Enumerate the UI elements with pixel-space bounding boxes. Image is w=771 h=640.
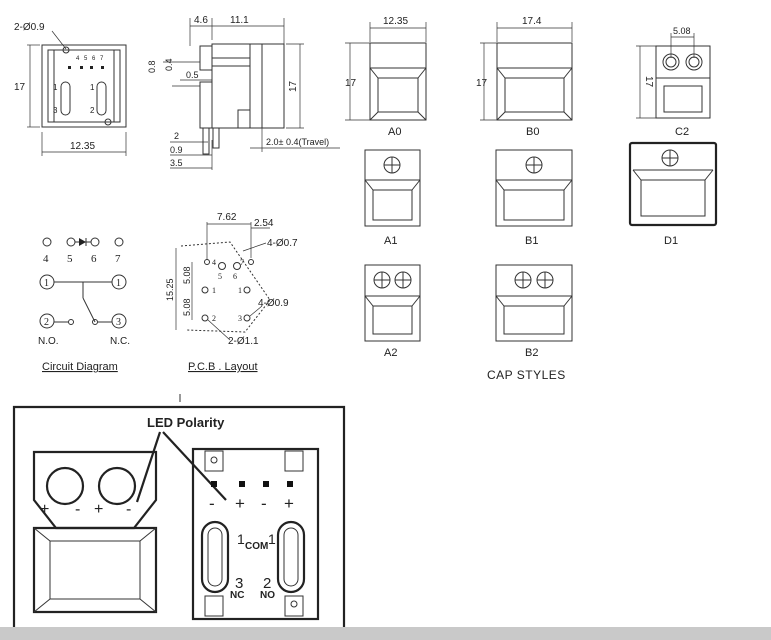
dim-11-1: 11.1 xyxy=(230,15,249,26)
pcb-pin-3: 3 xyxy=(238,314,242,323)
cap-a2: A2 xyxy=(364,264,421,359)
cap-b2: B2 xyxy=(495,264,573,359)
pcb-dim-5-08-bottom: 5.08 xyxy=(182,298,192,316)
circuit-pin-4: 4 xyxy=(43,253,49,265)
led-cap: + - + - xyxy=(32,450,158,614)
cap-sign-minus-2: - xyxy=(126,501,131,518)
pcb-dim-hole-4: 4-Ø0.7 xyxy=(267,238,298,249)
cap-b2-label: B2 xyxy=(525,347,538,359)
cap-b0: 17.4 17 B0 xyxy=(476,16,573,138)
terminal-1-right: 1 xyxy=(116,278,121,289)
pcb-pin-6: 6 xyxy=(233,272,237,281)
label-no: N.O. xyxy=(38,336,59,347)
dim-0-5: 0.5 xyxy=(186,70,199,80)
cap-c2-spacing: 5.08 xyxy=(673,26,691,36)
label-nc: N.C. xyxy=(110,336,130,347)
cap-c2: 5.08 17 C2 xyxy=(636,26,711,138)
cap-styles: 12.35 17 A0 17.4 17 B0 xyxy=(345,16,718,382)
dim-4-6: 4.6 xyxy=(194,15,208,26)
pcb-pin-1-right: 1 xyxy=(238,286,242,295)
dim-0-8: 0.8 xyxy=(147,60,157,73)
contact-2: 2 xyxy=(90,106,95,115)
cap-a1: A1 xyxy=(364,149,421,247)
width-dim: 12.35 xyxy=(70,141,95,152)
com-label: COM xyxy=(245,541,268,552)
pcb-dim-7-62: 7.62 xyxy=(217,212,237,223)
cap-c2-label: C2 xyxy=(675,126,689,138)
pcb-layout: 7.62 2.54 4-Ø0.7 15.25 5.08 5.08 4 5 6 7… xyxy=(165,212,298,373)
bottom-sign-minus-2: - xyxy=(261,494,267,513)
cap-b0-width: 17.4 xyxy=(522,16,542,27)
contact-1-right: 1 xyxy=(90,83,95,92)
bottom-sign-plus-1: + xyxy=(235,494,245,513)
pcb-pin-7: 7 xyxy=(240,258,244,267)
cap-sign-plus-2: + xyxy=(94,501,103,518)
height-dim: 17 xyxy=(14,82,26,93)
pcb-dim-5-08-top: 5.08 xyxy=(182,266,192,284)
pcb-pin-5: 5 xyxy=(218,272,222,281)
cap-a2-label: A2 xyxy=(384,347,397,359)
pin-6: 6 xyxy=(92,56,96,62)
switch-body xyxy=(41,44,127,128)
hole-callout: 2-Ø0.9 xyxy=(14,22,45,33)
led-polarity-panel: LED Polarity + - + - xyxy=(12,394,346,627)
cap-c2-height: 17 xyxy=(643,76,654,88)
cap-sign-plus-1: + xyxy=(40,501,49,518)
nc-label: NC xyxy=(230,590,244,601)
switch-front-view: 2-Ø0.9 4 5 6 7 1 1 3 2 17 xyxy=(14,22,127,156)
pcb-dim-hole-09: 4-Ø0.9 xyxy=(258,298,289,309)
cap-a0-height: 17 xyxy=(345,78,357,89)
pin-5: 5 xyxy=(84,56,88,62)
pcb-dim-2-54: 2.54 xyxy=(254,218,274,229)
contact-1-left: 1 xyxy=(53,83,58,92)
pcb-pin-1-left: 1 xyxy=(212,286,216,295)
pin-7: 7 xyxy=(100,56,104,62)
pcb-title: P.C.B . Layout xyxy=(188,361,258,373)
led-polarity-title: LED Polarity xyxy=(147,415,225,430)
pcb-pin-2: 2 xyxy=(212,314,216,323)
circuit-diagram: 4 5 6 7 1 1 2 3 N.O. N.C. Circuit Diagra… xyxy=(38,237,130,373)
side-height-dim: 17 xyxy=(288,80,299,92)
cap-styles-title: CAP STYLES xyxy=(487,368,566,382)
switch-bottom-view: - + - + 1 COM 1 3 NC 2 NO xyxy=(191,447,320,621)
dim-3-5: 3.5 xyxy=(170,158,183,168)
no-label: NO xyxy=(260,590,275,601)
dim-0-9: 0.9 xyxy=(170,145,183,155)
cap-b0-label: B0 xyxy=(526,126,539,138)
cap-b0-height: 17 xyxy=(476,78,488,89)
cap-a1-label: A1 xyxy=(384,235,397,247)
pcb-pin-4: 4 xyxy=(212,258,216,267)
pcb-dim-15-25: 15.25 xyxy=(165,278,175,301)
terminal-2: 2 xyxy=(44,317,49,328)
contact-3: 3 xyxy=(53,106,58,115)
no-num: 2 xyxy=(263,575,271,592)
com-right-num: 1 xyxy=(268,531,276,547)
circuit-pin-7: 7 xyxy=(115,253,121,265)
dim-0-4: 0.4 xyxy=(164,58,174,71)
pin-4: 4 xyxy=(76,56,80,62)
switch-side-view: 4.6 11.1 0.8 0.4 0.5 2 0.9 3.5 17 2.0 xyxy=(147,15,340,170)
pcb-dim-hole-11: 2-Ø1.1 xyxy=(228,336,259,347)
bottom-sign-minus-1: - xyxy=(209,494,215,513)
terminal-3: 3 xyxy=(116,317,121,328)
cap-a0: 12.35 17 A0 xyxy=(345,16,427,138)
cap-b1: B1 xyxy=(495,149,573,247)
nc-num: 3 xyxy=(235,575,243,592)
bottom-sign-plus-2: + xyxy=(284,494,294,513)
cap-a0-width: 12.35 xyxy=(383,16,408,27)
cap-d1: D1 xyxy=(628,141,718,247)
com-left-num: 1 xyxy=(237,531,245,547)
circuit-pin-5: 5 xyxy=(67,253,73,265)
travel-dim: 2.0± 0.4(Travel) xyxy=(266,137,329,147)
dim-2: 2 xyxy=(174,131,179,141)
cap-sign-minus-1: - xyxy=(75,501,80,518)
cap-b1-label: B1 xyxy=(525,235,538,247)
cap-a0-label: A0 xyxy=(388,126,401,138)
cap-d1-label: D1 xyxy=(664,235,678,247)
circuit-title: Circuit Diagram xyxy=(42,361,118,373)
bottom-scroll-bar xyxy=(0,627,771,640)
circuit-pin-6: 6 xyxy=(91,253,97,265)
terminal-1-left: 1 xyxy=(44,278,49,289)
